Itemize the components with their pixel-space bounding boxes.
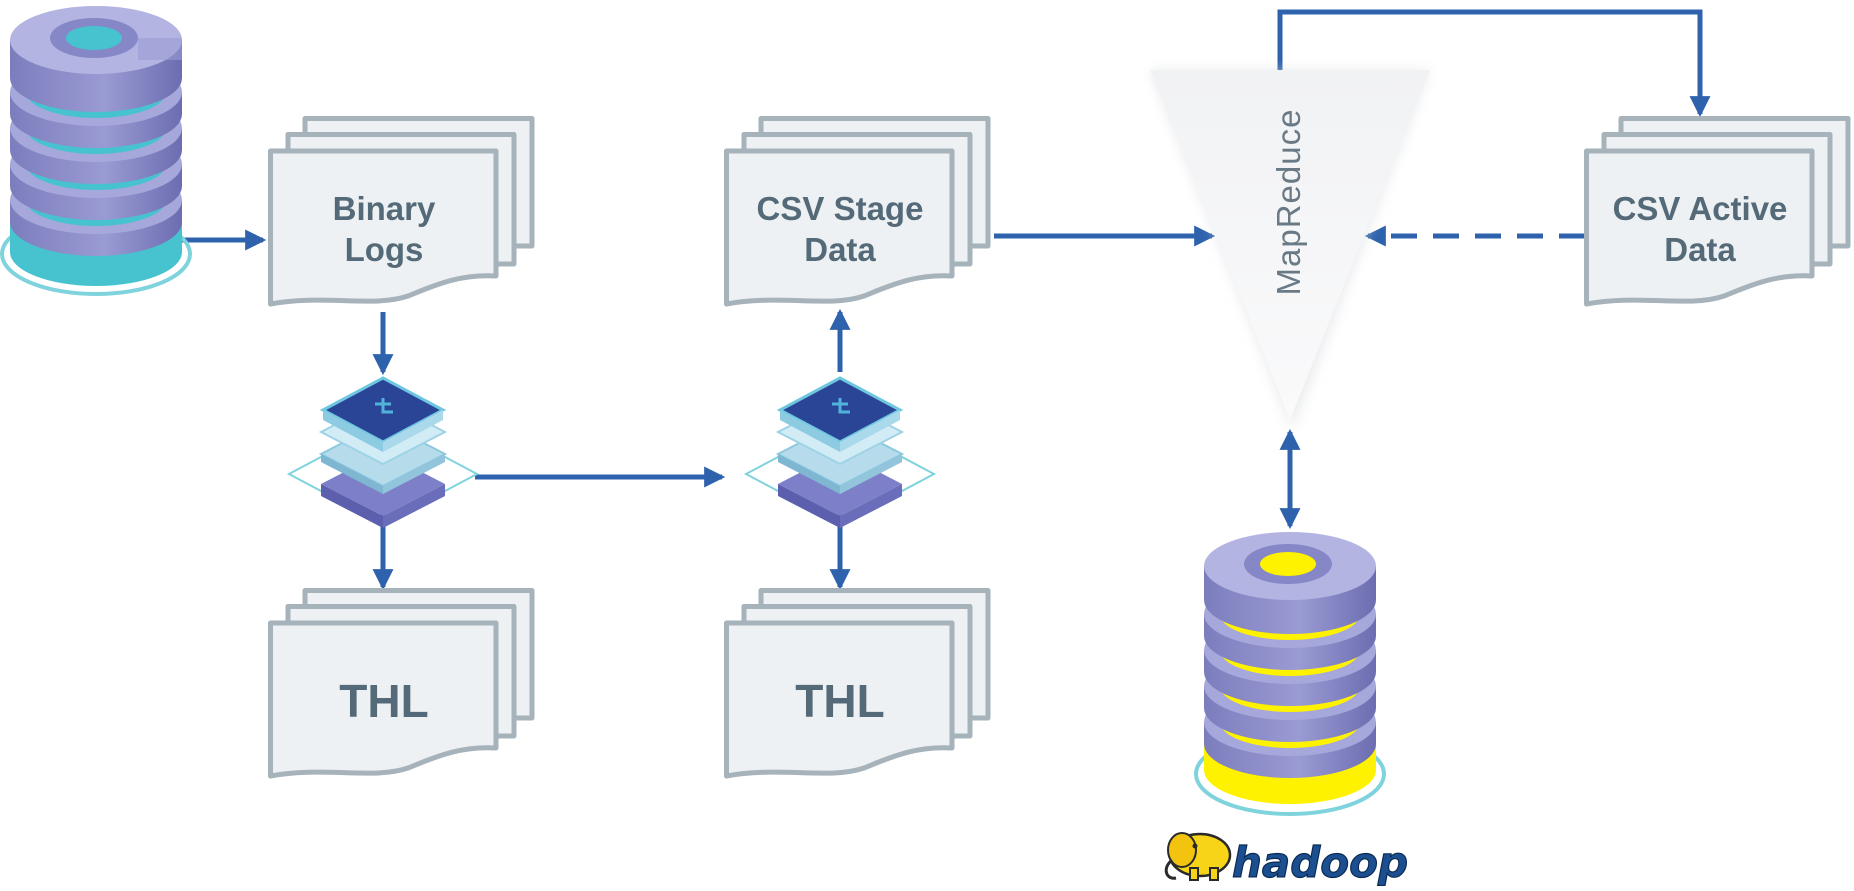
doc-csv-active-data: CSV Active Data: [1587, 119, 1849, 305]
hadoop-wordmark: hadoop: [1232, 838, 1408, 886]
thl-right-label: THL: [795, 675, 884, 727]
elephant-icon: [1164, 832, 1232, 881]
replicator-chip-right: [743, 376, 937, 528]
doc-thl-left: THL: [271, 591, 533, 777]
chip-logo-mark: [375, 398, 393, 414]
arrow-mapreduce-to-csv-active: [1277, 9, 1711, 118]
replicator-chip-left: [286, 376, 480, 528]
csv-stage-line1: CSV Stage: [757, 190, 924, 227]
binary-logs-line2: Logs: [345, 231, 424, 268]
doc-thl-right: THL: [727, 591, 989, 777]
thl-left-label: THL: [339, 675, 428, 727]
csv-stage-line2: Data: [804, 231, 876, 268]
mapreduce-label: MapReduce: [1270, 109, 1307, 296]
csv-active-line1: CSV Active: [1613, 190, 1788, 227]
hadoop-database-icon: [1194, 532, 1386, 816]
source-database-icon: [0, 6, 192, 296]
csv-active-line2: Data: [1664, 231, 1736, 268]
chip-logo-mark: [832, 398, 850, 414]
binary-logs-line1: Binary: [333, 190, 436, 227]
doc-binary-logs: Binary Logs: [271, 119, 533, 305]
mapreduce-funnel: MapReduce: [1150, 70, 1430, 430]
doc-csv-stage-data: CSV Stage Data: [727, 119, 989, 305]
hadoop-logo: hadoop: [1164, 832, 1409, 888]
